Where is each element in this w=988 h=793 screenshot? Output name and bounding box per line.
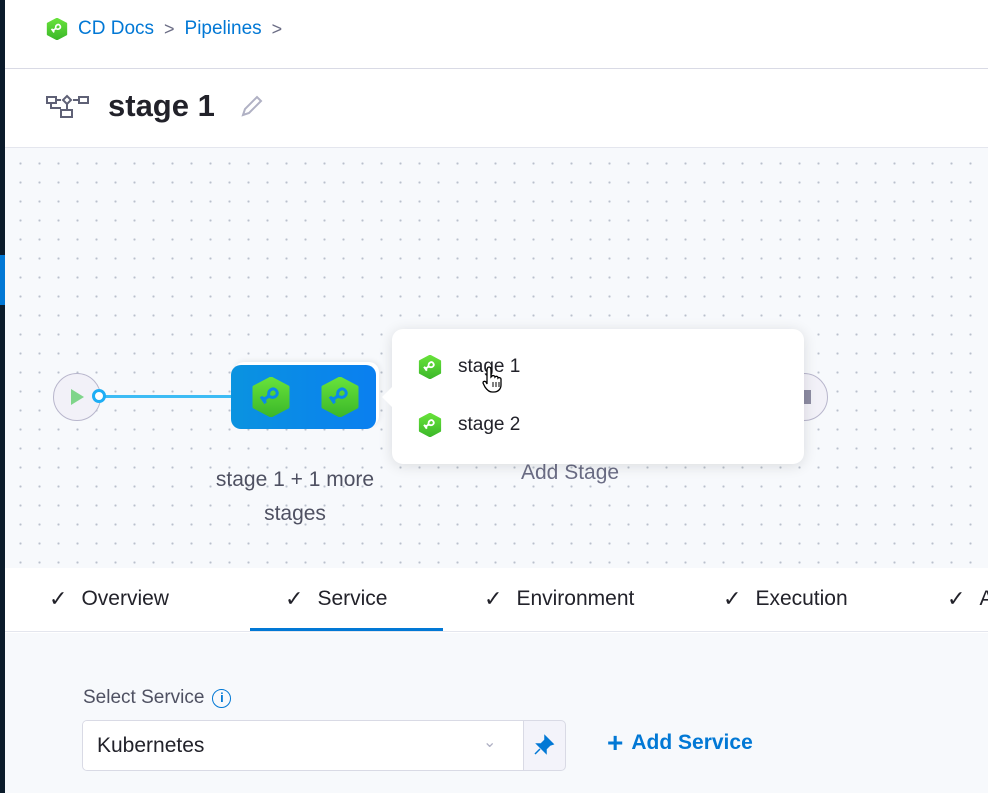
cd-stage-icon	[251, 377, 291, 417]
breadcrumb-pipelines[interactable]: Pipelines	[184, 18, 262, 39]
tab-service[interactable]: ✓ Service	[285, 586, 387, 612]
add-service-label: Add Service	[631, 731, 753, 754]
stage-group-label: stage 1 + 1 more stages	[215, 468, 375, 525]
tab-environment[interactable]: ✓ Environment	[484, 586, 634, 612]
service-form: Select Service i Kubernetes ⌄ + Add Servic…	[5, 633, 988, 793]
page-title: stage 1	[108, 88, 215, 123]
cd-stage-icon	[418, 413, 442, 437]
node-port[interactable]	[92, 389, 106, 403]
pipeline-start-node[interactable]	[53, 373, 101, 421]
service-select-value[interactable]: Kubernetes	[83, 721, 524, 770]
chevron-down-icon[interactable]: ⌄	[483, 734, 497, 751]
tab-label: A	[979, 587, 988, 610]
pin-icon[interactable]	[533, 734, 555, 756]
chevron-right-icon: >	[164, 18, 175, 39]
pipeline-stage-icon	[46, 94, 89, 118]
divider	[5, 68, 988, 69]
service-select[interactable]: Kubernetes ⌄	[82, 720, 566, 771]
tab-label: Overview	[81, 587, 169, 610]
edit-pencil-icon[interactable]	[239, 93, 265, 119]
chevron-right-icon: >	[271, 18, 283, 39]
breadcrumb-cd-docs[interactable]: CD Docs	[78, 18, 155, 39]
checkmark-icon: ✓	[947, 586, 966, 611]
left-nav-strip	[0, 0, 5, 793]
cd-stage-icon	[418, 355, 442, 379]
info-icon[interactable]: i	[212, 688, 232, 708]
cd-stage-icon	[320, 377, 360, 417]
checkmark-icon: ✓	[484, 586, 503, 611]
play-icon	[71, 389, 84, 405]
select-service-label: Select Service i	[83, 687, 232, 709]
tab-execution[interactable]: ✓ Execution	[723, 586, 848, 612]
stage-group-popover: stage 1 stage 2	[382, 329, 804, 464]
tab-label: Service	[317, 587, 388, 610]
nav-active-indicator	[0, 255, 5, 305]
popover-item-label: stage 2	[458, 414, 521, 435]
add-service-button[interactable]: + Add Service	[607, 727, 753, 758]
stop-icon	[804, 390, 811, 404]
stage-tabs: ✓ Overview ✓ Service ✓ Environment ✓ Executi…	[5, 568, 988, 632]
checkmark-icon: ✓	[723, 586, 742, 611]
cd-module-icon	[46, 18, 68, 40]
tab-label: Environment	[516, 587, 635, 610]
hand-cursor-icon	[482, 366, 502, 393]
tab-overview[interactable]: ✓ Overview	[49, 586, 169, 612]
checkmark-icon: ✓	[285, 586, 304, 611]
add-stage-label[interactable]: Add Stage	[521, 461, 620, 484]
breadcrumb: CD Docs > Pipelines >	[46, 18, 286, 40]
active-tab-indicator	[250, 628, 443, 631]
checkmark-icon: ✓	[49, 586, 68, 611]
tab-advanced[interactable]: ✓A	[947, 586, 988, 612]
pipeline-connector	[105, 395, 233, 398]
tab-label: Execution	[755, 587, 848, 610]
label-text: Select Service	[83, 687, 205, 708]
stage-group-node[interactable]	[231, 365, 376, 429]
stage-title-bar: stage 1	[46, 88, 265, 124]
plus-icon: +	[607, 727, 624, 758]
popover-item-stage-2[interactable]: stage 2	[418, 413, 520, 437]
